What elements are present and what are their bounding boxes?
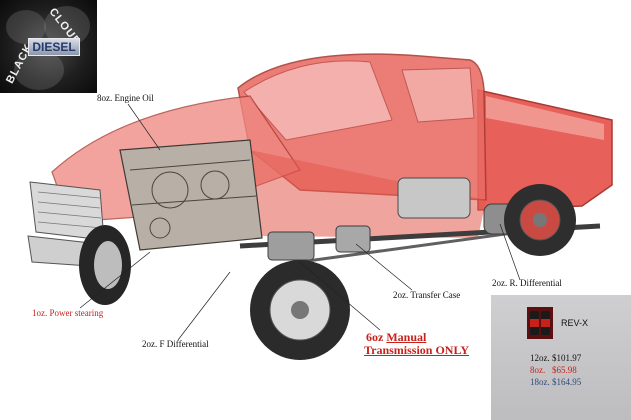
price-12oz: 12oz. $101.97 xyxy=(530,353,582,363)
price-panel xyxy=(491,295,631,420)
transfer-case xyxy=(335,225,371,253)
logo-diesel-badge: DIESEL xyxy=(28,38,80,56)
callout-power-steering: 1oz. Power stearing xyxy=(32,308,104,318)
callout-manual-transmission-line1: 6oz Manual xyxy=(366,330,426,345)
callout-f-differential: 2oz. F Differential xyxy=(142,339,209,349)
fuel-tank xyxy=(397,177,471,219)
manual-word: Manual xyxy=(386,330,427,344)
price-8oz: 8oz. $65.98 xyxy=(530,365,577,375)
product-label: REV-X xyxy=(561,318,589,328)
front-left-wheel xyxy=(79,225,131,305)
windshield xyxy=(243,60,393,141)
engine-block xyxy=(119,139,263,251)
rear-wheel xyxy=(504,184,576,256)
callout-engine-oil: 8oz. Engine Oil xyxy=(97,93,154,103)
transmission xyxy=(267,231,315,261)
rev-x-bottles-image xyxy=(527,307,553,339)
callout-r-differential: 2oz. R. Differential xyxy=(492,278,562,288)
callout-manual-transmission-line2: Transmission ONLY xyxy=(364,343,470,357)
manual-amount: 6oz xyxy=(366,330,384,344)
callout-transfer-case: 2oz. Transfer Case xyxy=(393,290,461,300)
side-window xyxy=(401,67,475,123)
price-18oz: 18oz. $164.95 xyxy=(530,377,582,387)
black-cloud-diesel-logo: BLACK CLOUD DIESEL xyxy=(0,0,97,93)
driveshaft xyxy=(299,230,521,264)
front-wheel xyxy=(250,260,350,360)
